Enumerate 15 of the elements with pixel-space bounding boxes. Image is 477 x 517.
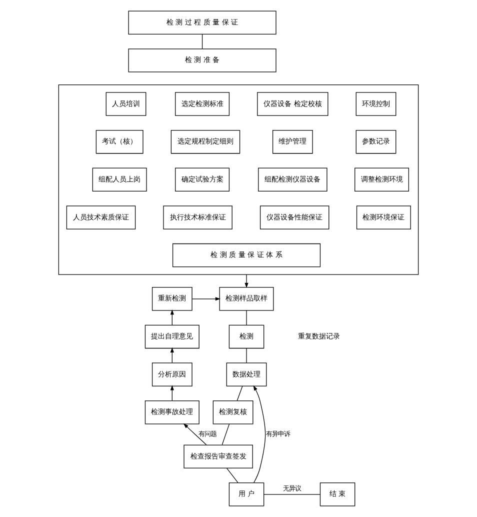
arrow [170,310,174,326]
connector [202,34,203,50]
connector [264,494,320,495]
arrow [192,297,221,301]
arrow [183,423,207,446]
connector [246,348,247,364]
arrow [253,385,266,484]
connector [246,310,247,326]
cluster [58,84,419,275]
arrow [244,274,248,288]
arrow [170,347,174,364]
connector [226,468,238,484]
arrow [170,385,174,402]
connector [236,386,243,402]
connector [222,424,230,446]
